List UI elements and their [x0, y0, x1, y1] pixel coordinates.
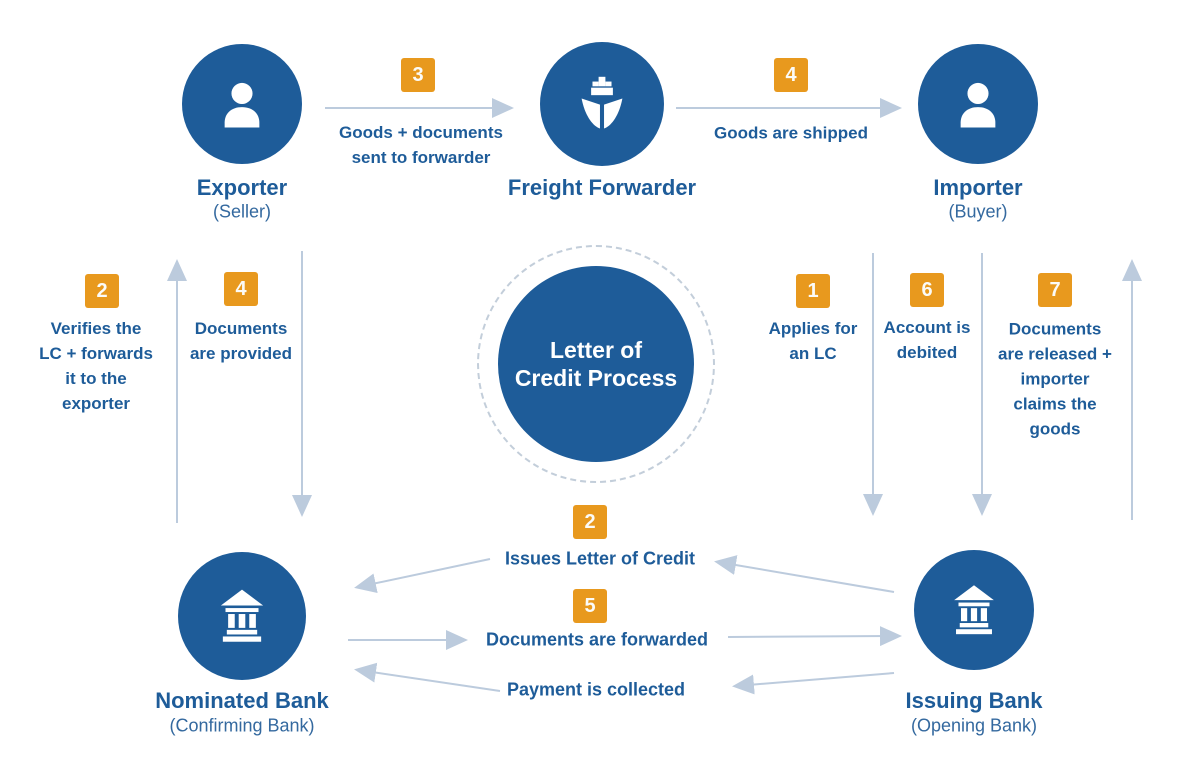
- label-line: Documents: [1008, 319, 1102, 339]
- freight-forwarder-name: Freight Forwarder: [507, 175, 697, 200]
- arrow-issuing-to-issues-label: [714, 555, 895, 593]
- label-line: claims the: [1013, 394, 1097, 414]
- label-documents-released: Documents are released + importer claims…: [998, 317, 1112, 442]
- nominated-bank-circle: [178, 552, 306, 680]
- label-line: exporter: [61, 394, 131, 413]
- label-line: importer: [1020, 369, 1090, 389]
- hub-title-line2: Credit Process: [514, 365, 678, 391]
- ship-icon: [581, 76, 623, 129]
- label-line: Verifies the: [50, 319, 142, 338]
- hub-title: Letter of Credit Process: [498, 266, 694, 462]
- label-line: are provided: [189, 344, 293, 363]
- label-account-debited: Account is debited: [884, 315, 971, 365]
- issuing-bank-name: Issuing Bank: [905, 688, 1043, 713]
- arrow-issues-label-to-nominated: [354, 558, 491, 594]
- label-documents-provided: Documents are provided: [190, 316, 292, 366]
- hub-dashed-ring: [477, 245, 715, 483]
- step-badge-issues-lc: 2: [573, 505, 607, 539]
- label-line: LC + forwards: [39, 344, 153, 363]
- bank-icon: [954, 585, 994, 635]
- arrow-docs-label-to-issuing: [727, 626, 902, 647]
- step-badge-applies-for-lc: 1: [796, 274, 830, 308]
- issuing-bank-circle: [914, 550, 1034, 670]
- step-badge-account-debited: 6: [910, 273, 944, 307]
- freight-forwarder-circle: [540, 42, 664, 166]
- nominated-bank-subtitle: (Confirming Bank): [169, 715, 315, 736]
- label-applies-for-lc: Applies for an LC: [769, 316, 858, 366]
- label-line: Account is: [883, 318, 971, 337]
- label-line: goods: [1029, 419, 1081, 439]
- issuing-bank-subtitle: (Opening Bank): [910, 715, 1038, 736]
- label-documents-forwarded: Documents are forwarded: [486, 628, 708, 653]
- nominated-bank-name: Nominated Bank: [155, 688, 329, 713]
- exporter-subtitle: (Seller): [212, 201, 272, 222]
- importer-circle: [918, 44, 1038, 164]
- exporter-circle: [182, 44, 302, 164]
- step-badge-documents-released: 7: [1038, 273, 1072, 307]
- label-line: Documents: [194, 319, 288, 338]
- label-line: sent to forwarder: [351, 148, 491, 167]
- label-line: debited: [896, 343, 958, 362]
- person-icon: [960, 82, 996, 128]
- label-line: Documents are forwarded: [485, 629, 709, 650]
- step-badge-documents-forwarded: 5: [573, 589, 607, 623]
- label-goods-to-forwarder: Goods + documents sent to forwarder: [339, 120, 503, 170]
- label-verifies-lc: Verifies the LC + forwards it to the exp…: [39, 316, 153, 416]
- label-line: an LC: [789, 344, 837, 363]
- importer-name: Importer: [933, 175, 1023, 200]
- label-line: Applies for: [768, 319, 858, 338]
- importer-subtitle: (Buyer): [948, 201, 1008, 222]
- person-icon: [224, 82, 260, 128]
- label-issues-lc: Issues Letter of Credit: [505, 547, 695, 572]
- arrow-payment-label-to-nominated: [354, 662, 501, 692]
- label-line: Goods + documents: [339, 123, 503, 142]
- step-badge-goods-shipped: 4: [774, 58, 808, 92]
- bank-icon: [220, 589, 264, 642]
- label-payment-collected: Payment is collected: [507, 678, 685, 703]
- label-line: Payment is collected: [506, 679, 686, 700]
- step-badge-goods-to-forwarder: 3: [401, 58, 435, 92]
- step-badge-documents-provided: 4: [224, 272, 258, 306]
- hub-title-line1: Letter of: [550, 337, 642, 363]
- label-goods-shipped: Goods are shipped: [714, 121, 868, 146]
- step-badge-verifies-lc: 2: [85, 274, 119, 308]
- label-line: it to the: [65, 369, 127, 388]
- label-line: Goods are shipped: [714, 123, 868, 143]
- arrow-issuing-to-payment-label: [732, 672, 895, 695]
- label-line: Issues Letter of Credit: [504, 548, 696, 569]
- exporter-name: Exporter: [196, 175, 288, 200]
- label-line: are released +: [998, 344, 1112, 364]
